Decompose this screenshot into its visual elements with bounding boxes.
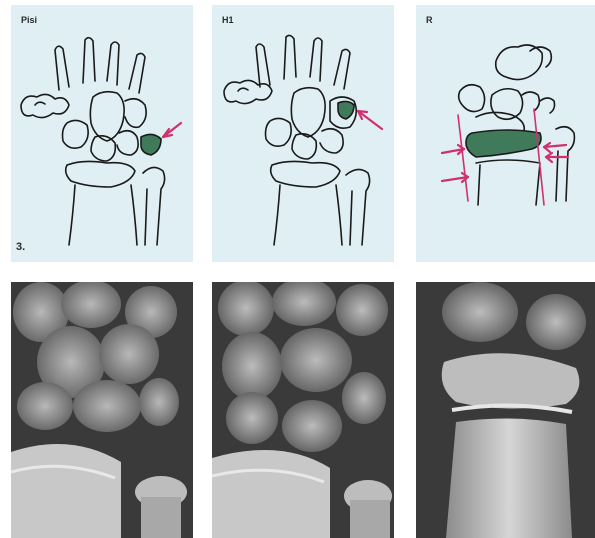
xray-image-r [416, 282, 595, 538]
xray-image-h1 [212, 282, 394, 538]
xray-image-pisi [11, 282, 193, 538]
pisiform-highlight [141, 134, 161, 155]
panel-label-h1: H1 [222, 15, 234, 25]
wrist-line-drawing [212, 5, 394, 262]
xray-pisi-rendering [11, 282, 193, 538]
panel-label-pisi: Pisi [21, 15, 37, 25]
guide-line-left [458, 115, 468, 201]
panel-r: R [416, 0, 595, 538]
panel-pisi: Pisi 3. [11, 0, 193, 538]
xray-h1-rendering [212, 282, 394, 538]
xray-r-rendering [416, 282, 595, 538]
panel-label-r: R [426, 15, 433, 25]
wrist-diagram-h1: H1 [212, 5, 394, 262]
wrist-diagram-pisi: Pisi 3. [11, 5, 193, 262]
panel-h1: H1 [212, 0, 394, 538]
radius-physis-highlight [466, 130, 541, 157]
figure-number: 3. [16, 241, 25, 253]
guide-line-right [534, 109, 544, 205]
wrist-line-drawing [416, 5, 595, 262]
wrist-line-drawing [11, 5, 193, 262]
hamulus-highlight [338, 101, 354, 119]
wrist-diagram-r: R [416, 5, 595, 262]
